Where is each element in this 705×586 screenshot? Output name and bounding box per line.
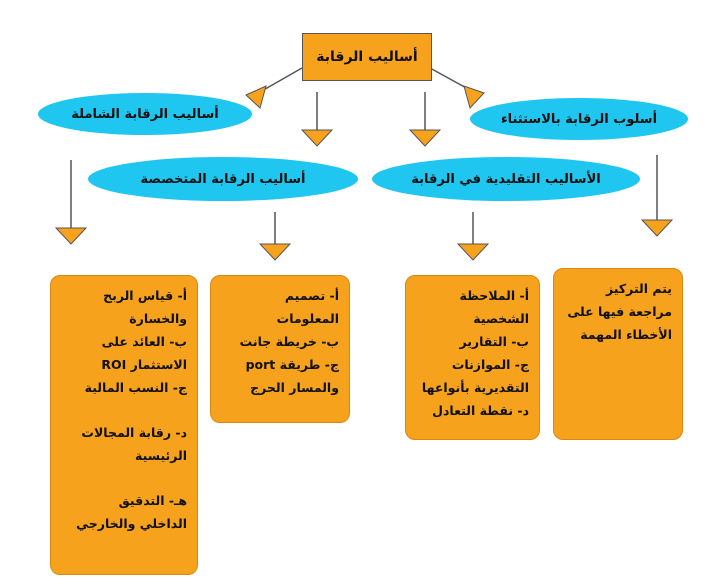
list-item: ب- خريطة جانت: [239, 334, 339, 349]
list-item: الشخصية: [473, 311, 529, 326]
ellipse-comprehensive: أساليب الرقابة الشاملة: [38, 93, 252, 135]
connector-line: [429, 67, 471, 91]
ellipse-traditional: الأساليب التقليدية في الرقابة: [372, 157, 640, 201]
box-traditional-list: أ- الملاحظة الشخصية ب- التقارير ج- الموا…: [416, 284, 529, 422]
box-comprehensive: أ- قياس الربح والخسارة ب- العائد على الا…: [50, 275, 198, 575]
ellipse-specialized: أساليب الرقابة المتخصصة: [88, 157, 358, 201]
root-node: أساليب الرقابة: [302, 33, 432, 81]
ellipse-exceptions-label: أسلوب الرقابة بالاستثناء: [500, 111, 658, 127]
box-specialized-list: أ- تصميم المعلومات ب- خريطة جانت ج- طريق…: [221, 284, 339, 399]
ellipse-comprehensive-label: أساليب الرقابة الشاملة: [71, 106, 219, 122]
list-item: مراجعة فيها على: [567, 304, 672, 319]
list-item: د- نقطة التعادل: [432, 403, 529, 418]
list-item: والمسار الحرج: [250, 380, 339, 395]
root-label: أساليب الرقابة: [316, 49, 418, 65]
list-item: الرئيسية: [135, 448, 187, 463]
list-item: ج- الموازنات: [451, 357, 529, 372]
list-item: ج- النسب المالية: [84, 380, 187, 395]
connector-line: [259, 67, 303, 93]
list-item: ب- العائد على: [101, 334, 187, 349]
list-item: المعلومات: [276, 311, 339, 326]
ellipse-traditional-label: الأساليب التقليدية في الرقابة: [411, 171, 601, 187]
list-item: الأخطاء المهمة: [580, 327, 672, 342]
arrow-head: [245, 85, 267, 109]
list-item: الاستثمار ROI: [101, 357, 187, 372]
arrow-head: [54, 227, 88, 245]
list-item: ج- طريقة port: [245, 357, 339, 372]
arrow-head: [463, 85, 485, 109]
box-traditional: أ- الملاحظة الشخصية ب- التقارير ج- الموا…: [405, 275, 540, 440]
list-item: هـ- التدقيق: [118, 493, 187, 508]
list-item: الداخلي والخارجي: [76, 516, 187, 531]
list-item: ب- التقارير: [459, 334, 529, 349]
arrow-head: [300, 129, 334, 147]
arrow-head: [456, 243, 490, 261]
ellipse-specialized-label: أساليب الرقابة المتخصصة: [140, 171, 306, 187]
list-item: أ- تصميم: [284, 288, 339, 303]
box-specialized: أ- تصميم المعلومات ب- خريطة جانت ج- طريق…: [210, 275, 350, 423]
list-item: د- رقابة المجالات: [81, 425, 187, 440]
arrow-head: [408, 129, 442, 147]
arrow-head: [640, 219, 674, 237]
box-exceptions: يتم التركيز مراجعة فيها على الأخطاء المه…: [553, 268, 683, 440]
list-item: أ- الملاحظة: [459, 288, 529, 303]
ellipse-exceptions: أسلوب الرقابة بالاستثناء: [470, 98, 688, 140]
arrow-head: [258, 243, 292, 261]
list-item: يتم التركيز: [606, 281, 672, 296]
box-comprehensive-list: أ- قياس الربح والخسارة ب- العائد على الا…: [61, 284, 187, 535]
list-item: التقديرية بأنواعها: [421, 380, 529, 395]
box-exceptions-list: يتم التركيز مراجعة فيها على الأخطاء المه…: [564, 277, 672, 346]
list-item: أ- قياس الربح: [103, 288, 187, 303]
list-item: والخسارة: [129, 311, 187, 326]
